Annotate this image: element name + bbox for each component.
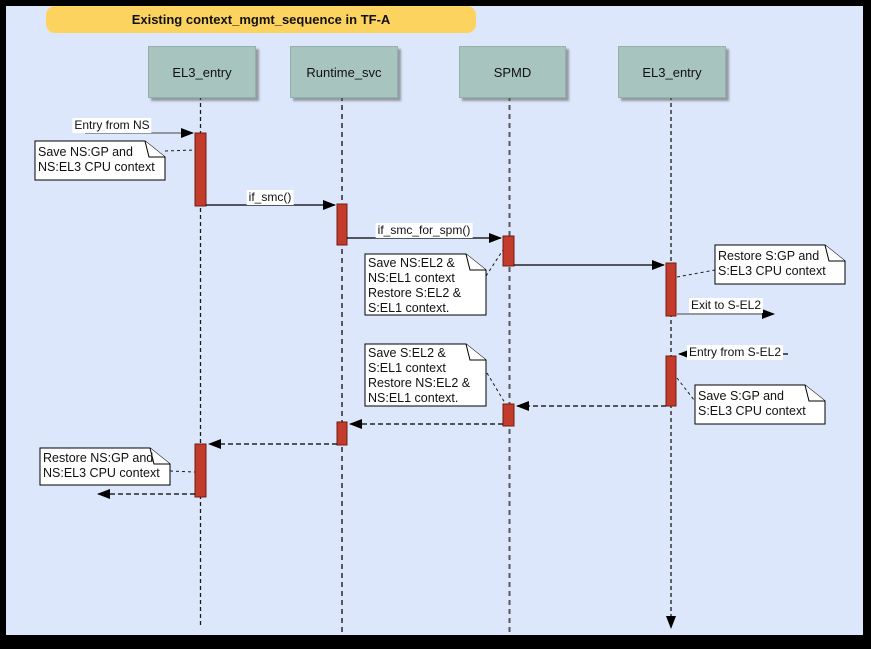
message-label-entry-from-ns: Entry from NS [72,118,152,133]
activation-runtime-1 [336,203,348,246]
note-save-sel2-fold-icon [465,343,486,361]
message-label-exit-to-s-el2: Exit to S-EL2 [688,298,764,313]
note-save-nsel2-shape [364,253,487,316]
note-restore-nsgp-fold-icon [149,447,170,465]
connector-note-3 [676,269,716,278]
lifeline-header-runtime-svc: Runtime_svc [290,46,398,98]
note-restore-sgp: Restore S:GP and S:EL3 CPU context [718,249,826,278]
note-save-sgp: Save S:GP and S:EL3 CPU context [698,389,806,418]
activation-el3-right-1 [665,262,677,317]
activation-spmd-2 [502,403,515,427]
lifeline-header-el3-entry-right: EL3_entry [618,46,726,98]
lifeline-header-label: SPMD [493,64,532,80]
note-save-nsel2-fold-icon [465,253,486,271]
connector-note-5 [676,377,695,401]
activation-spmd-1 [502,235,515,267]
lifeline-header-label: EL3_entry [172,64,232,80]
note-save-sel2: Save S:EL2 & S:EL1 context Restore NS:EL… [368,346,471,405]
note-save-nsgp: Save NS:GP and NS:EL3 CPU context [38,145,155,174]
diagram-title: Existing context_mgmt_sequence in TF-A [46,6,476,33]
lifeline-header-label: Runtime_svc [306,64,382,80]
lifeline-header-el3-entry-left: EL3_entry [148,46,256,98]
connector-note-6 [169,470,196,473]
note-restore-nsgp-shape [39,447,171,486]
note-save-sgp-fold-icon [804,384,825,402]
note-restore-sgp-shape [714,244,846,285]
lifeline-header-spmd: SPMD [459,46,566,98]
activation-el3-right-2 [665,355,677,407]
note-restore-sgp-fold-icon [824,244,845,262]
message-label-entry-from-s-el2: Entry from S-EL2 [686,345,784,360]
activation-el3-left-1 [194,132,207,207]
note-save-nsgp-shape [34,140,166,181]
note-restore-nsgp: Restore NS:GP and NS:EL3 CPU context [43,451,160,480]
activation-runtime-2 [336,421,348,446]
note-save-sgp-shape [694,384,826,425]
diagram-canvas [6,6,863,635]
activation-el3-left-2 [194,443,207,498]
connector-note-2 [485,249,504,277]
message-label-if-smc: if_smc() [246,190,294,205]
lifeline-header-label: EL3_entry [642,64,702,80]
note-save-sel2-shape [364,343,487,407]
connector-note-1 [164,149,196,152]
message-label-if-smc-for-spm: if_smc_for_spm() [375,223,473,238]
connector-note-4 [486,372,506,404]
note-save-nsel2: Save NS:EL2 & NS:EL1 context Restore S:E… [368,256,462,315]
note-save-nsgp-fold-icon [144,140,165,158]
